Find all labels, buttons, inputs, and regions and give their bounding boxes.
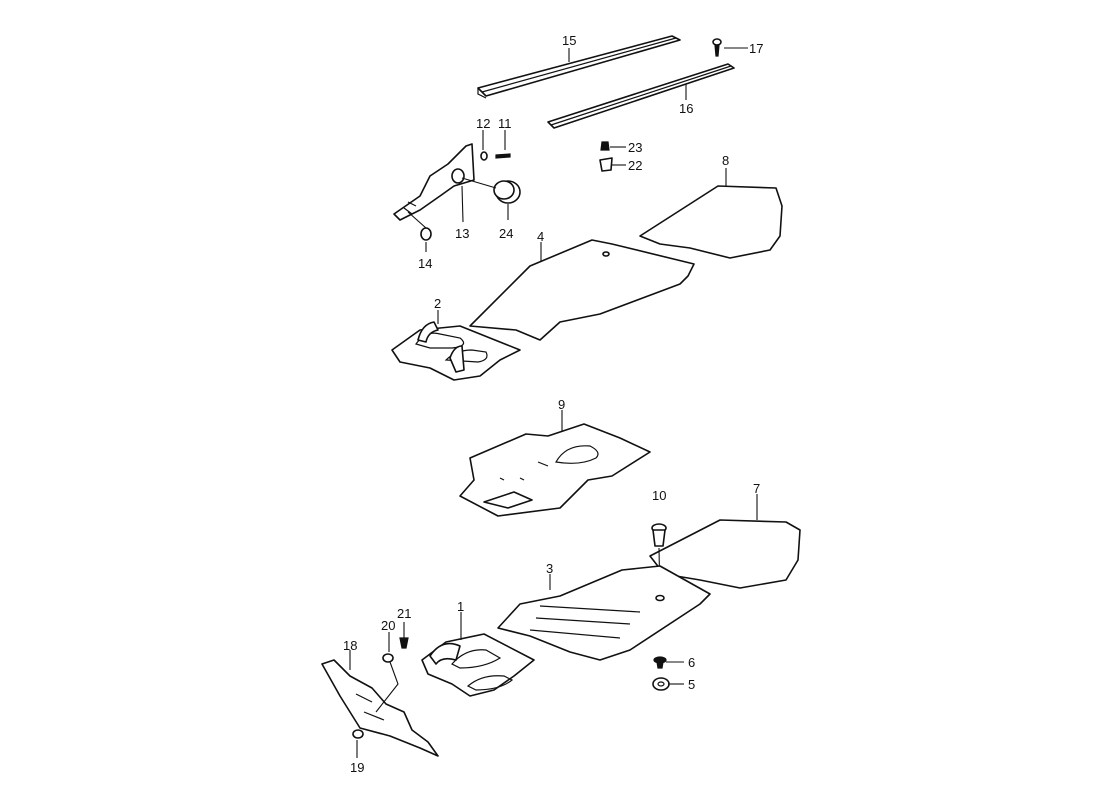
callout-3: 3 bbox=[546, 561, 553, 576]
part-22-clip bbox=[599, 157, 613, 172]
callout-24: 24 bbox=[499, 226, 513, 241]
part-14-grommet bbox=[407, 211, 432, 241]
part-6-screw bbox=[653, 656, 667, 669]
callout-6: 6 bbox=[688, 655, 695, 670]
callout-labels: 15 17 16 12 11 23 22 8 13 24 4 14 2 9 7 … bbox=[343, 33, 763, 775]
callout-16: 16 bbox=[679, 101, 693, 116]
callout-10: 10 bbox=[652, 488, 666, 503]
callout-4: 4 bbox=[537, 229, 544, 244]
part-20-nut bbox=[375, 653, 399, 713]
callout-21: 21 bbox=[397, 606, 411, 621]
part-18-panel bbox=[321, 659, 439, 757]
callout-2: 2 bbox=[434, 296, 441, 311]
leader-lines bbox=[349, 47, 758, 758]
part-21-screw bbox=[399, 637, 409, 649]
callout-13: 13 bbox=[455, 226, 469, 241]
part-7-carpet bbox=[649, 519, 801, 589]
part-4-mat bbox=[469, 239, 695, 341]
callout-22: 22 bbox=[628, 158, 642, 173]
callout-20: 20 bbox=[381, 618, 395, 633]
part-5-nut bbox=[652, 677, 670, 691]
callout-7: 7 bbox=[753, 481, 760, 496]
part-11-screw bbox=[495, 153, 511, 159]
callout-1: 1 bbox=[457, 599, 464, 614]
part-15-sill-strip bbox=[477, 35, 681, 99]
callout-8: 8 bbox=[722, 153, 729, 168]
part-8-carpet bbox=[639, 185, 783, 259]
callout-12: 12 bbox=[476, 116, 490, 131]
callout-23: 23 bbox=[628, 140, 642, 155]
part-1-mat bbox=[421, 633, 535, 697]
part-24-plug bbox=[461, 177, 521, 204]
callout-5: 5 bbox=[688, 677, 695, 692]
part-2-mat bbox=[391, 321, 521, 381]
part-16-sill-strip bbox=[547, 63, 735, 129]
callout-15: 15 bbox=[562, 33, 576, 48]
callout-19: 19 bbox=[350, 760, 364, 775]
callout-9: 9 bbox=[558, 397, 565, 412]
part-23-clip bbox=[600, 141, 610, 151]
callout-18: 18 bbox=[343, 638, 357, 653]
callout-11: 11 bbox=[498, 116, 512, 131]
callout-14: 14 bbox=[418, 256, 432, 271]
part-9-mat bbox=[459, 423, 651, 517]
part-13-bracket bbox=[393, 143, 475, 221]
part-19-clip bbox=[352, 729, 364, 739]
part-12-washer bbox=[480, 151, 488, 161]
callout-17: 17 bbox=[749, 41, 763, 56]
part-3-mat bbox=[497, 565, 711, 661]
part-17-screw bbox=[712, 38, 722, 57]
